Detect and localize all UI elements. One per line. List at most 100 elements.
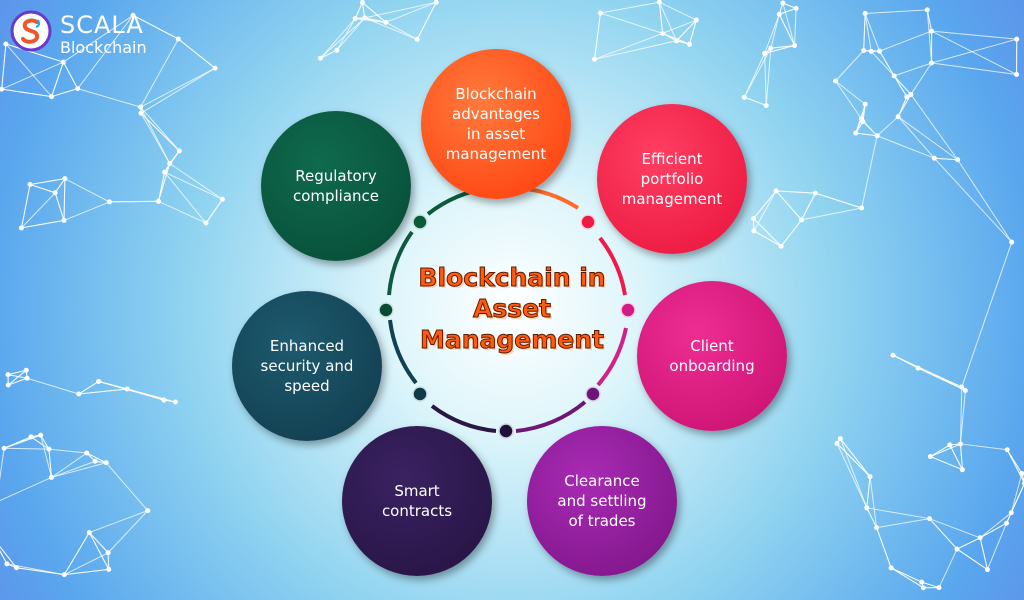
network-node-dot	[61, 217, 67, 223]
network-line	[40, 434, 50, 450]
network-line	[930, 456, 963, 471]
network-node-dot	[1, 445, 7, 451]
network-node-dot	[977, 535, 983, 541]
network-line	[836, 443, 871, 477]
network-line	[140, 106, 180, 152]
network-line	[676, 19, 697, 42]
network-node-dot	[858, 116, 864, 122]
network-line	[40, 435, 52, 478]
network-line	[876, 135, 935, 159]
network-line	[959, 390, 966, 444]
network-node-dot	[175, 36, 181, 42]
network-node-dot	[762, 50, 768, 56]
network-line	[910, 94, 959, 161]
network-line	[51, 61, 64, 97]
network-line	[864, 13, 881, 52]
network-node-dot	[792, 42, 798, 48]
network-node-dot	[868, 48, 874, 54]
network-line	[320, 17, 366, 59]
network-line	[744, 96, 767, 106]
network-node-dot	[13, 565, 19, 571]
network-line	[164, 171, 207, 224]
network-node-dot	[46, 446, 52, 452]
network-node-dot	[84, 450, 90, 456]
node-label: Clearance and settling of trades	[557, 472, 647, 530]
network-line	[956, 548, 988, 570]
network-line	[98, 380, 128, 390]
network-node-dot	[1014, 36, 1020, 42]
network-node-dot	[49, 94, 55, 100]
network-line	[77, 88, 141, 108]
network-line	[659, 1, 697, 21]
network-node-dot	[957, 441, 963, 447]
network-node-dot	[931, 155, 937, 161]
network-line	[956, 537, 981, 550]
network-line	[910, 62, 932, 95]
network-line	[8, 377, 28, 386]
network-line	[870, 51, 895, 77]
network-line	[0, 448, 5, 481]
network-node-dot	[3, 41, 9, 47]
network-node-dot	[18, 225, 24, 231]
network-node-dot	[959, 467, 965, 473]
network-line	[169, 150, 180, 164]
network-node-dot	[656, 0, 662, 5]
scala-blockchain-logo: SCALA Blockchain	[6, 6, 176, 58]
network-line	[362, 2, 387, 23]
network-line	[864, 13, 872, 52]
network-line	[930, 444, 951, 457]
network-line	[835, 80, 862, 120]
network-line	[930, 443, 961, 458]
ring-arc-indigo	[430, 404, 497, 433]
network-line	[893, 75, 908, 98]
network-node-dot	[24, 375, 30, 381]
network-line	[319, 18, 356, 59]
network-line	[7, 374, 28, 379]
network-line	[866, 507, 930, 520]
network-node-dot	[908, 91, 914, 97]
network-line	[88, 532, 109, 554]
network-line	[30, 436, 50, 450]
network-line	[780, 219, 802, 247]
network-node-dot	[203, 220, 209, 226]
network-node-dot	[167, 160, 173, 166]
network-node-dot	[793, 5, 799, 11]
network-node-dot	[5, 372, 11, 378]
network-line	[931, 30, 1017, 75]
node-regulatory-compliance: Regulatory compliance	[261, 111, 411, 261]
node-client-onboarding: Client onboarding	[637, 281, 787, 431]
node-label: Efficient portfolio management	[621, 150, 723, 208]
network-node-dot	[888, 565, 894, 571]
network-line	[776, 190, 816, 194]
network-line	[779, 7, 797, 15]
network-line	[986, 523, 1007, 570]
node-label: Enhanced security and speed	[260, 337, 354, 395]
network-line	[893, 62, 932, 77]
network-line	[354, 2, 363, 19]
ring-dot-green-top	[412, 214, 428, 230]
network-node-dot	[359, 0, 365, 6]
network-line	[931, 38, 1017, 64]
network-node-dot	[96, 378, 102, 384]
network-node-dot	[138, 104, 144, 110]
network-line	[178, 38, 216, 69]
network-line	[21, 192, 56, 229]
logo-name: SCALA	[60, 11, 144, 39]
network-node-dot	[812, 190, 818, 196]
network-line	[929, 518, 981, 539]
network-line	[879, 30, 932, 52]
node-efficient-portfolio: Efficient portfolio management	[597, 104, 747, 254]
network-node-dot	[76, 391, 82, 397]
center-title: Blockchain in Asset Management	[418, 263, 606, 355]
network-line	[959, 443, 963, 470]
network-line	[890, 567, 922, 583]
network-line	[78, 381, 99, 395]
network-line	[416, 2, 437, 40]
network-line	[364, 1, 437, 19]
network-node-dot	[862, 101, 868, 107]
network-line	[132, 14, 179, 40]
network-line	[385, 21, 418, 40]
network-node-dot	[62, 176, 68, 182]
network-line	[600, 1, 660, 14]
network-line	[801, 192, 816, 221]
